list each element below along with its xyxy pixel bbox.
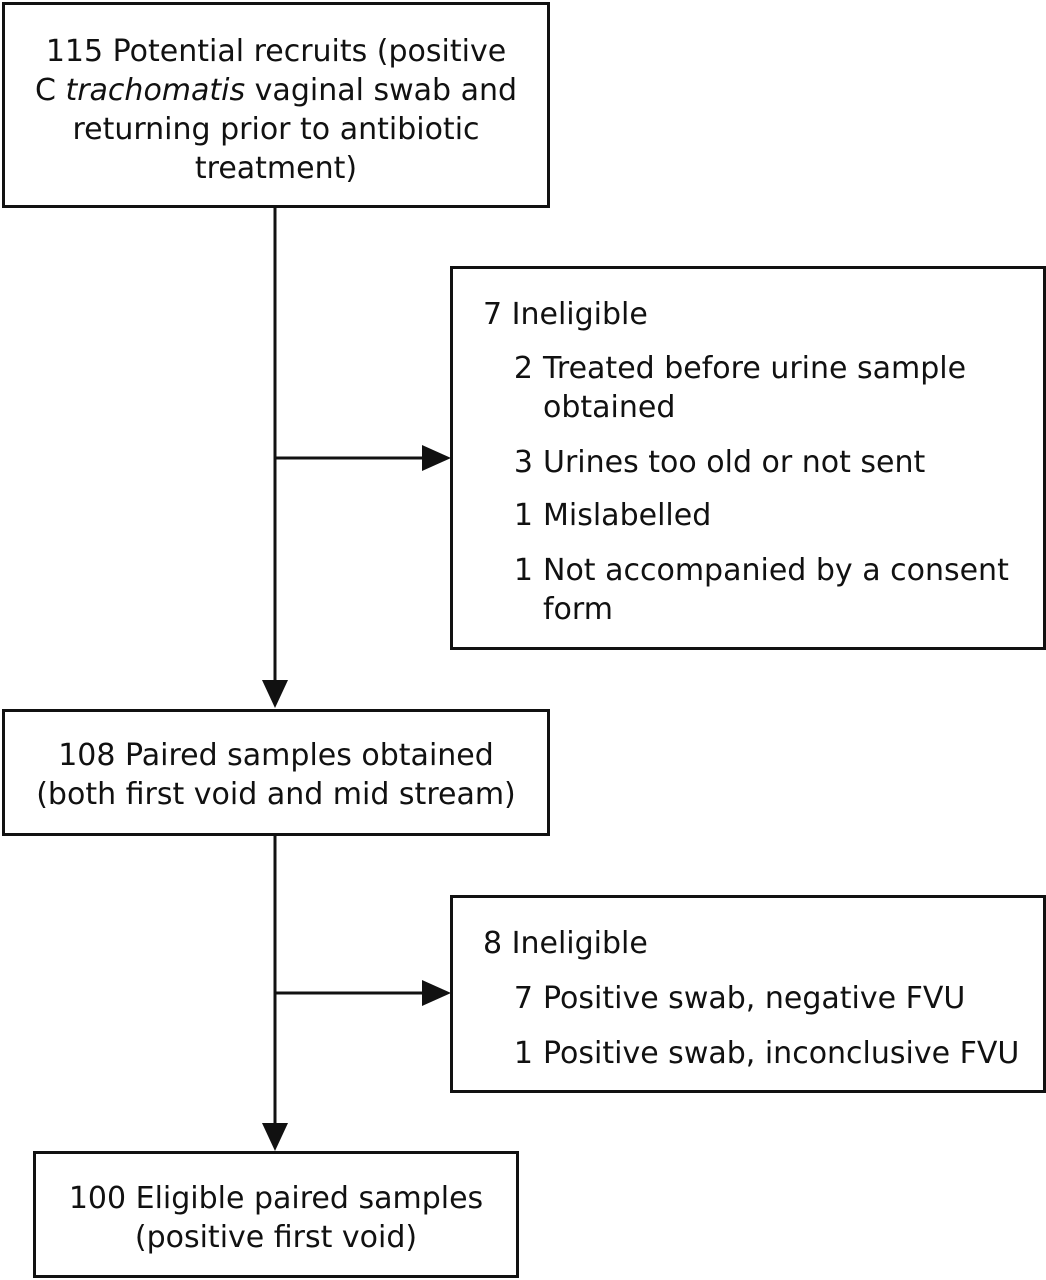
arrow-right-1 <box>422 445 451 471</box>
ineligible-2-item-count: 7 <box>513 981 533 1016</box>
ineligible-1-item-text: Treated before urine sample <box>543 351 967 386</box>
ineligible-1-item-text: Not accompanied by a consent <box>543 553 1009 588</box>
potential-recruits-line-4: treatment) <box>194 151 358 186</box>
arrow-down-1 <box>262 680 288 708</box>
potential-recruits-box: 115 Potential recruits (positive C trach… <box>2 2 550 208</box>
ineligible-1-item-count: 2 <box>513 351 533 386</box>
paired-samples-box: 108 Paired samples obtained (both first … <box>2 709 550 836</box>
ineligible-1-item-count: 1 <box>513 498 533 533</box>
eligible-line-1: 100 Eligible paired samples <box>68 1181 484 1216</box>
paired-samples-line-1: 108 Paired samples obtained <box>58 738 494 773</box>
ineligible-2-item-text: Positive swab, inconclusive FVU <box>543 1036 1020 1071</box>
ineligible-1-item-count: 1 <box>513 553 533 588</box>
ineligible-1-heading: 7 Ineligible <box>483 297 648 332</box>
ineligible-2-heading: 8 Ineligible <box>483 926 648 961</box>
ineligible-1-item-count: 3 <box>513 445 533 480</box>
ineligible-2-item-count: 1 <box>513 1036 533 1071</box>
ineligible-1-item-text: Mislabelled <box>543 498 712 533</box>
potential-recruits-line-1: 115 Potential recruits (positive <box>45 34 507 69</box>
ineligible-box-2: 8 Ineligible 7 Positive swab, negative F… <box>450 895 1046 1093</box>
ineligible-1-item-text: form <box>543 592 613 627</box>
paired-samples-line-2: (both first void and mid stream) <box>36 777 516 812</box>
eligible-samples-box: 100 Eligible paired samples (positive fi… <box>33 1151 519 1278</box>
ineligible-1-item-text: Urines too old or not sent <box>543 445 926 480</box>
ineligible-box-1: 7 Ineligible 2 Treated before urine samp… <box>450 266 1046 650</box>
potential-recruits-line-2: C trachomatis vaginal swab and <box>34 73 518 108</box>
potential-recruits-line-3: returning prior to antibiotic <box>72 112 480 147</box>
ineligible-1-item-text: obtained <box>543 390 676 425</box>
arrow-down-2 <box>262 1123 288 1151</box>
ineligible-2-item-text: Positive swab, negative FVU <box>543 981 966 1016</box>
eligible-line-2: (positive first void) <box>134 1220 418 1255</box>
arrow-right-2 <box>422 980 451 1006</box>
